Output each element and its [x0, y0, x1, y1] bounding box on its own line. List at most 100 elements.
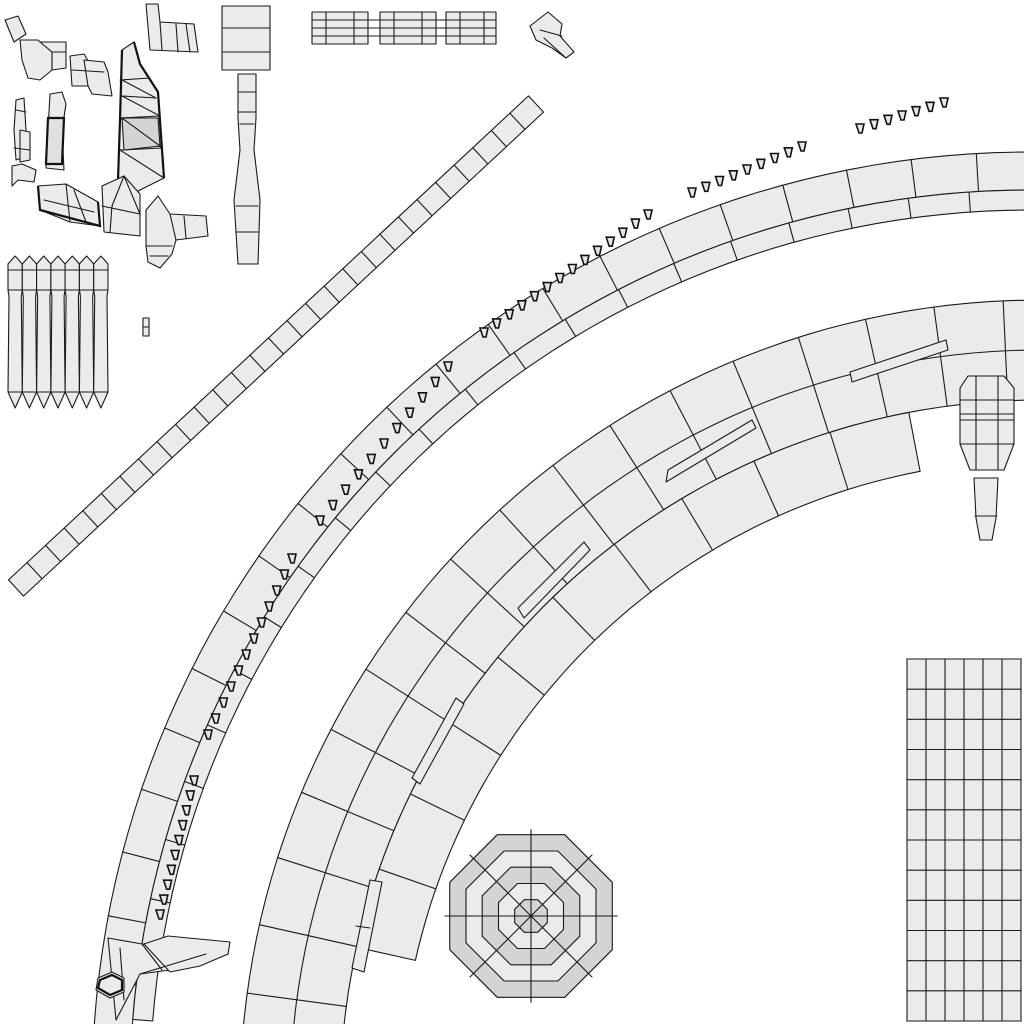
uv-island [665, 419, 757, 483]
uv-edge [681, 498, 714, 551]
uv-edge [409, 793, 465, 821]
uv-island-tooth [896, 110, 907, 121]
uv-island-tooth [173, 834, 184, 846]
uv-island-tooth [202, 729, 213, 740]
uv-island [39, 41, 67, 71]
uv-island-tooth [554, 272, 565, 284]
uv-edge [297, 565, 315, 579]
uv-island-tooth [769, 152, 780, 164]
uv-island-tooth [256, 617, 267, 628]
uv-edge [542, 287, 564, 322]
uv-edge [907, 197, 912, 219]
uv-island-pencil [78, 255, 95, 409]
uv-edge [342, 268, 359, 286]
uv-island-tooth [442, 361, 453, 372]
uv-island [19, 129, 31, 163]
uv-island-tooth [327, 499, 338, 511]
uv-island-tooth [592, 245, 603, 257]
uv-edge [509, 112, 526, 130]
uv-edge [375, 471, 391, 487]
uv-island-tooth [158, 894, 169, 905]
uv-edge [464, 388, 479, 406]
uv-island-arc-wide [243, 299, 1024, 1024]
uv-island-tooth [225, 681, 236, 692]
uv-edge [449, 722, 502, 756]
uv-island [959, 375, 1015, 471]
uv-island [351, 879, 383, 973]
uv-island-tooth [478, 327, 489, 338]
uv-edge [26, 562, 43, 580]
uv-island-cup [959, 375, 1015, 541]
uv-island-pencil [50, 255, 66, 409]
uv-island-tooth [185, 790, 196, 801]
uv-island-thin-bars [351, 339, 949, 973]
uv-edge [490, 129, 507, 148]
uv-island [143, 935, 231, 973]
uv-edge [453, 164, 470, 182]
uv-island [529, 11, 575, 59]
uv-island-pencil [36, 255, 52, 409]
uv-edge [469, 854, 532, 917]
uv-island-tooth [391, 422, 402, 434]
uv-island-tooth [579, 254, 590, 266]
uv-island [411, 697, 465, 785]
uv-island-tooth [378, 438, 389, 449]
uv-island-tooth [910, 105, 921, 117]
uv-edge [564, 318, 577, 337]
uv-island-tooth [340, 484, 351, 496]
uv-edge [334, 517, 352, 532]
uv-island-tooth [882, 114, 893, 126]
uv-edge [263, 616, 282, 629]
uv-island [37, 183, 101, 227]
uv-edge [156, 441, 173, 459]
uv-edge [267, 337, 285, 355]
uv-edge [719, 204, 734, 242]
uv-island-tooth-rows [154, 97, 949, 920]
uv-island-tooth [491, 318, 502, 329]
uv-edge [100, 492, 117, 511]
uv-edge [360, 250, 377, 269]
uv-island [83, 59, 113, 97]
uv-island [44, 116, 66, 166]
uv-island-tooth [630, 218, 641, 229]
uv-island [221, 5, 271, 71]
uv-island-tooth [741, 164, 752, 175]
uv-island-tooth [755, 158, 766, 170]
uv-island-octagon [444, 829, 618, 1003]
uv-island-tooth [263, 601, 275, 612]
uv-edge [418, 428, 434, 445]
uv-edge [137, 458, 155, 476]
uv-island-grid [906, 658, 1022, 1022]
uv-edge [782, 184, 794, 223]
uv-island-tooth [529, 290, 540, 302]
uv-island-arc-outer-lip [132, 189, 1024, 1022]
uv-island-arc-wide-inner [356, 411, 921, 961]
uv-island-tooth [241, 649, 252, 660]
uv-edge [340, 453, 370, 481]
uv-edge [487, 323, 511, 356]
uv-edge [397, 216, 415, 234]
uv-island-tooth [868, 118, 879, 130]
uv-island-tooth [783, 147, 794, 158]
uv-island-pencil [64, 255, 80, 409]
uv-edge [435, 363, 461, 394]
uv-edge [530, 915, 593, 978]
uv-island-tooth [162, 879, 173, 891]
uv-island-pencil [7, 255, 23, 409]
uv-island [145, 195, 209, 269]
uv-island-tooth [617, 227, 628, 238]
uv-island-tooth [154, 909, 165, 920]
uv-edge [82, 510, 99, 528]
uv-island-tooth [233, 665, 244, 676]
uv-island [145, 3, 199, 53]
uv-island-tooth [166, 864, 177, 876]
uv-island-tooth [504, 308, 515, 320]
uv-edge [613, 543, 652, 593]
uv-island [973, 477, 999, 541]
uv-edge [222, 610, 257, 631]
uv-island-tooth [516, 299, 527, 311]
uv-island-tooth [286, 553, 297, 564]
uv-edge [968, 191, 971, 213]
uv-island-tooth [541, 281, 553, 293]
